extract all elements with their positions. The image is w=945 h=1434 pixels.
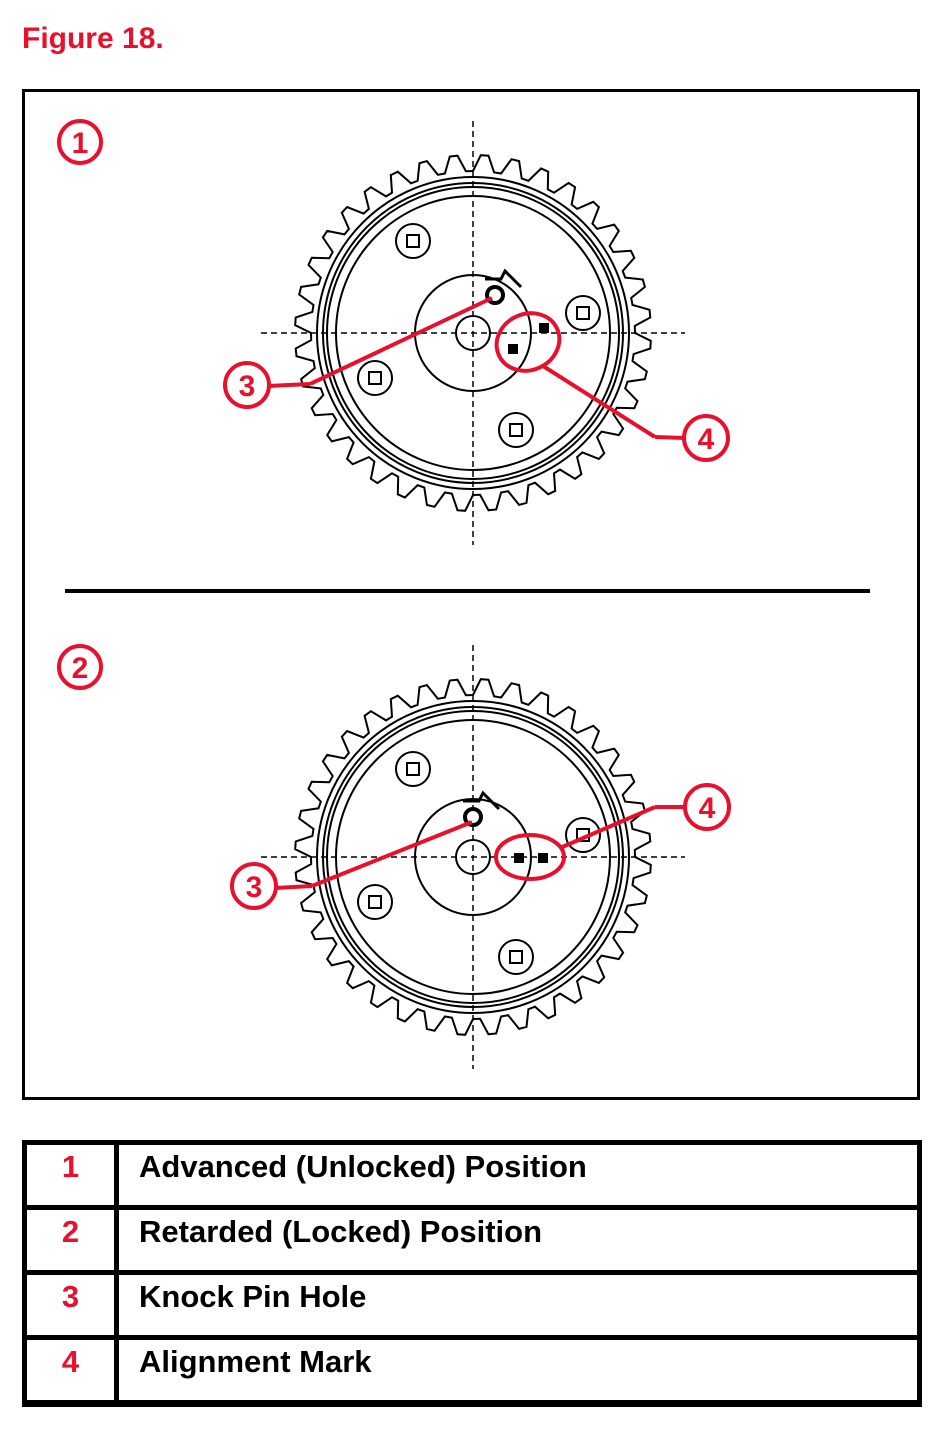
legend-label: Knock Pin Hole (114, 1270, 922, 1340)
diagram-frame (22, 89, 920, 1100)
alignment-mark-dot (538, 853, 548, 863)
legend-bottom-rule (22, 1403, 922, 1407)
legend-row: 2 Retarded (Locked) Position (22, 1205, 922, 1275)
callout-alignment-mark: 4 (494, 783, 731, 881)
alignment-mark-dot (514, 853, 524, 863)
sprocket-teeth (294, 154, 652, 512)
svg-text:4: 4 (698, 423, 715, 456)
callout-knock-pin-hole: 3 (230, 820, 473, 910)
legend-row: 3 Knock Pin Hole (22, 1270, 922, 1340)
legend-number: 3 (22, 1270, 119, 1340)
alignment-mark-dot (539, 323, 549, 333)
svg-text:4: 4 (699, 792, 716, 825)
legend-table: 1 Advanced (Unlocked) Position 2 Retarde… (22, 1140, 922, 1405)
legend-number: 4 (22, 1335, 119, 1405)
panel-marker-2: 2 (57, 644, 103, 690)
callout-knock-pin-hole: 3 (223, 296, 493, 409)
diagram-canvas: 1 3 4 2 3 (57, 119, 870, 1069)
svg-text:3: 3 (239, 370, 256, 403)
legend-row: 1 Advanced (Unlocked) Position (22, 1140, 922, 1210)
legend-label: Advanced (Unlocked) Position (114, 1140, 922, 1210)
alignment-mark-dot (508, 344, 518, 354)
legend-label: Alignment Mark (114, 1335, 922, 1405)
panel-marker-1: 1 (57, 119, 103, 165)
camshaft-sprocket (261, 645, 685, 1069)
svg-text:1: 1 (72, 127, 89, 160)
panel-2: 2 3 4 (57, 644, 731, 1069)
legend-number: 2 (22, 1205, 119, 1275)
legend-number: 1 (22, 1140, 119, 1210)
svg-text:3: 3 (246, 871, 263, 904)
camshaft-sprocket (261, 121, 685, 545)
figure-title: Figure 18. (22, 22, 164, 55)
sprocket-teeth (294, 678, 652, 1036)
legend-row: 4 Alignment Mark (22, 1335, 922, 1405)
svg-text:2: 2 (72, 652, 89, 685)
callout-alignment-mark: 4 (494, 311, 730, 462)
panel-1: 1 3 4 (57, 119, 730, 545)
legend-label: Retarded (Locked) Position (114, 1205, 922, 1275)
